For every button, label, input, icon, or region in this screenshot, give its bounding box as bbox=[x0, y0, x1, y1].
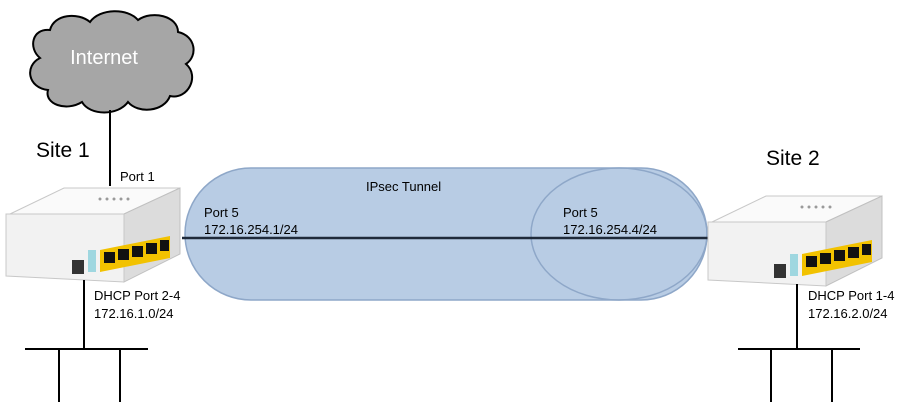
router2-power-port bbox=[774, 264, 786, 278]
site2-lan-bus bbox=[738, 284, 860, 402]
site2-title: Site 2 bbox=[766, 147, 820, 170]
site1-lan-port-label: DHCP Port 2-4 bbox=[94, 288, 180, 303]
internet-label: Internet bbox=[70, 47, 138, 69]
router2-ethernet-ports bbox=[802, 240, 872, 276]
internet-cloud: Internet bbox=[29, 10, 195, 114]
site2-lan-port-label: DHCP Port 1-4 bbox=[808, 288, 894, 303]
router2-status-strip bbox=[790, 254, 798, 276]
router1-power-port bbox=[72, 260, 84, 274]
router2-led-dots bbox=[800, 205, 832, 209]
router1-front bbox=[5, 213, 125, 283]
site1-wan-port-label: Port 1 bbox=[120, 169, 155, 184]
site1-tunnel-port-label: Port 5 bbox=[204, 205, 239, 220]
site2-lan-net-label: 172.16.2.0/24 bbox=[808, 306, 888, 321]
site1-lan-net-label: 172.16.1.0/24 bbox=[94, 306, 174, 321]
site1-tunnel-ip-label: 172.16.254.1/24 bbox=[204, 222, 298, 237]
tunnel-label: IPsec Tunnel bbox=[366, 179, 441, 194]
site1-lan-bus bbox=[25, 280, 148, 402]
site1-title: Site 1 bbox=[36, 139, 90, 162]
cloud-shape bbox=[29, 10, 195, 114]
site2-tunnel-port-label: Port 5 bbox=[563, 205, 598, 220]
router-site1 bbox=[5, 187, 181, 283]
router-site2 bbox=[707, 195, 883, 287]
ipsec-tunnel: IPsec Tunnel bbox=[184, 167, 708, 301]
router1-led-dots bbox=[98, 197, 130, 201]
router1-ethernet-ports bbox=[100, 236, 170, 272]
router1-status-strip bbox=[88, 250, 96, 272]
site2-tunnel-ip-label: 172.16.254.4/24 bbox=[563, 222, 657, 237]
tunnel-end-ellipse bbox=[530, 167, 708, 301]
